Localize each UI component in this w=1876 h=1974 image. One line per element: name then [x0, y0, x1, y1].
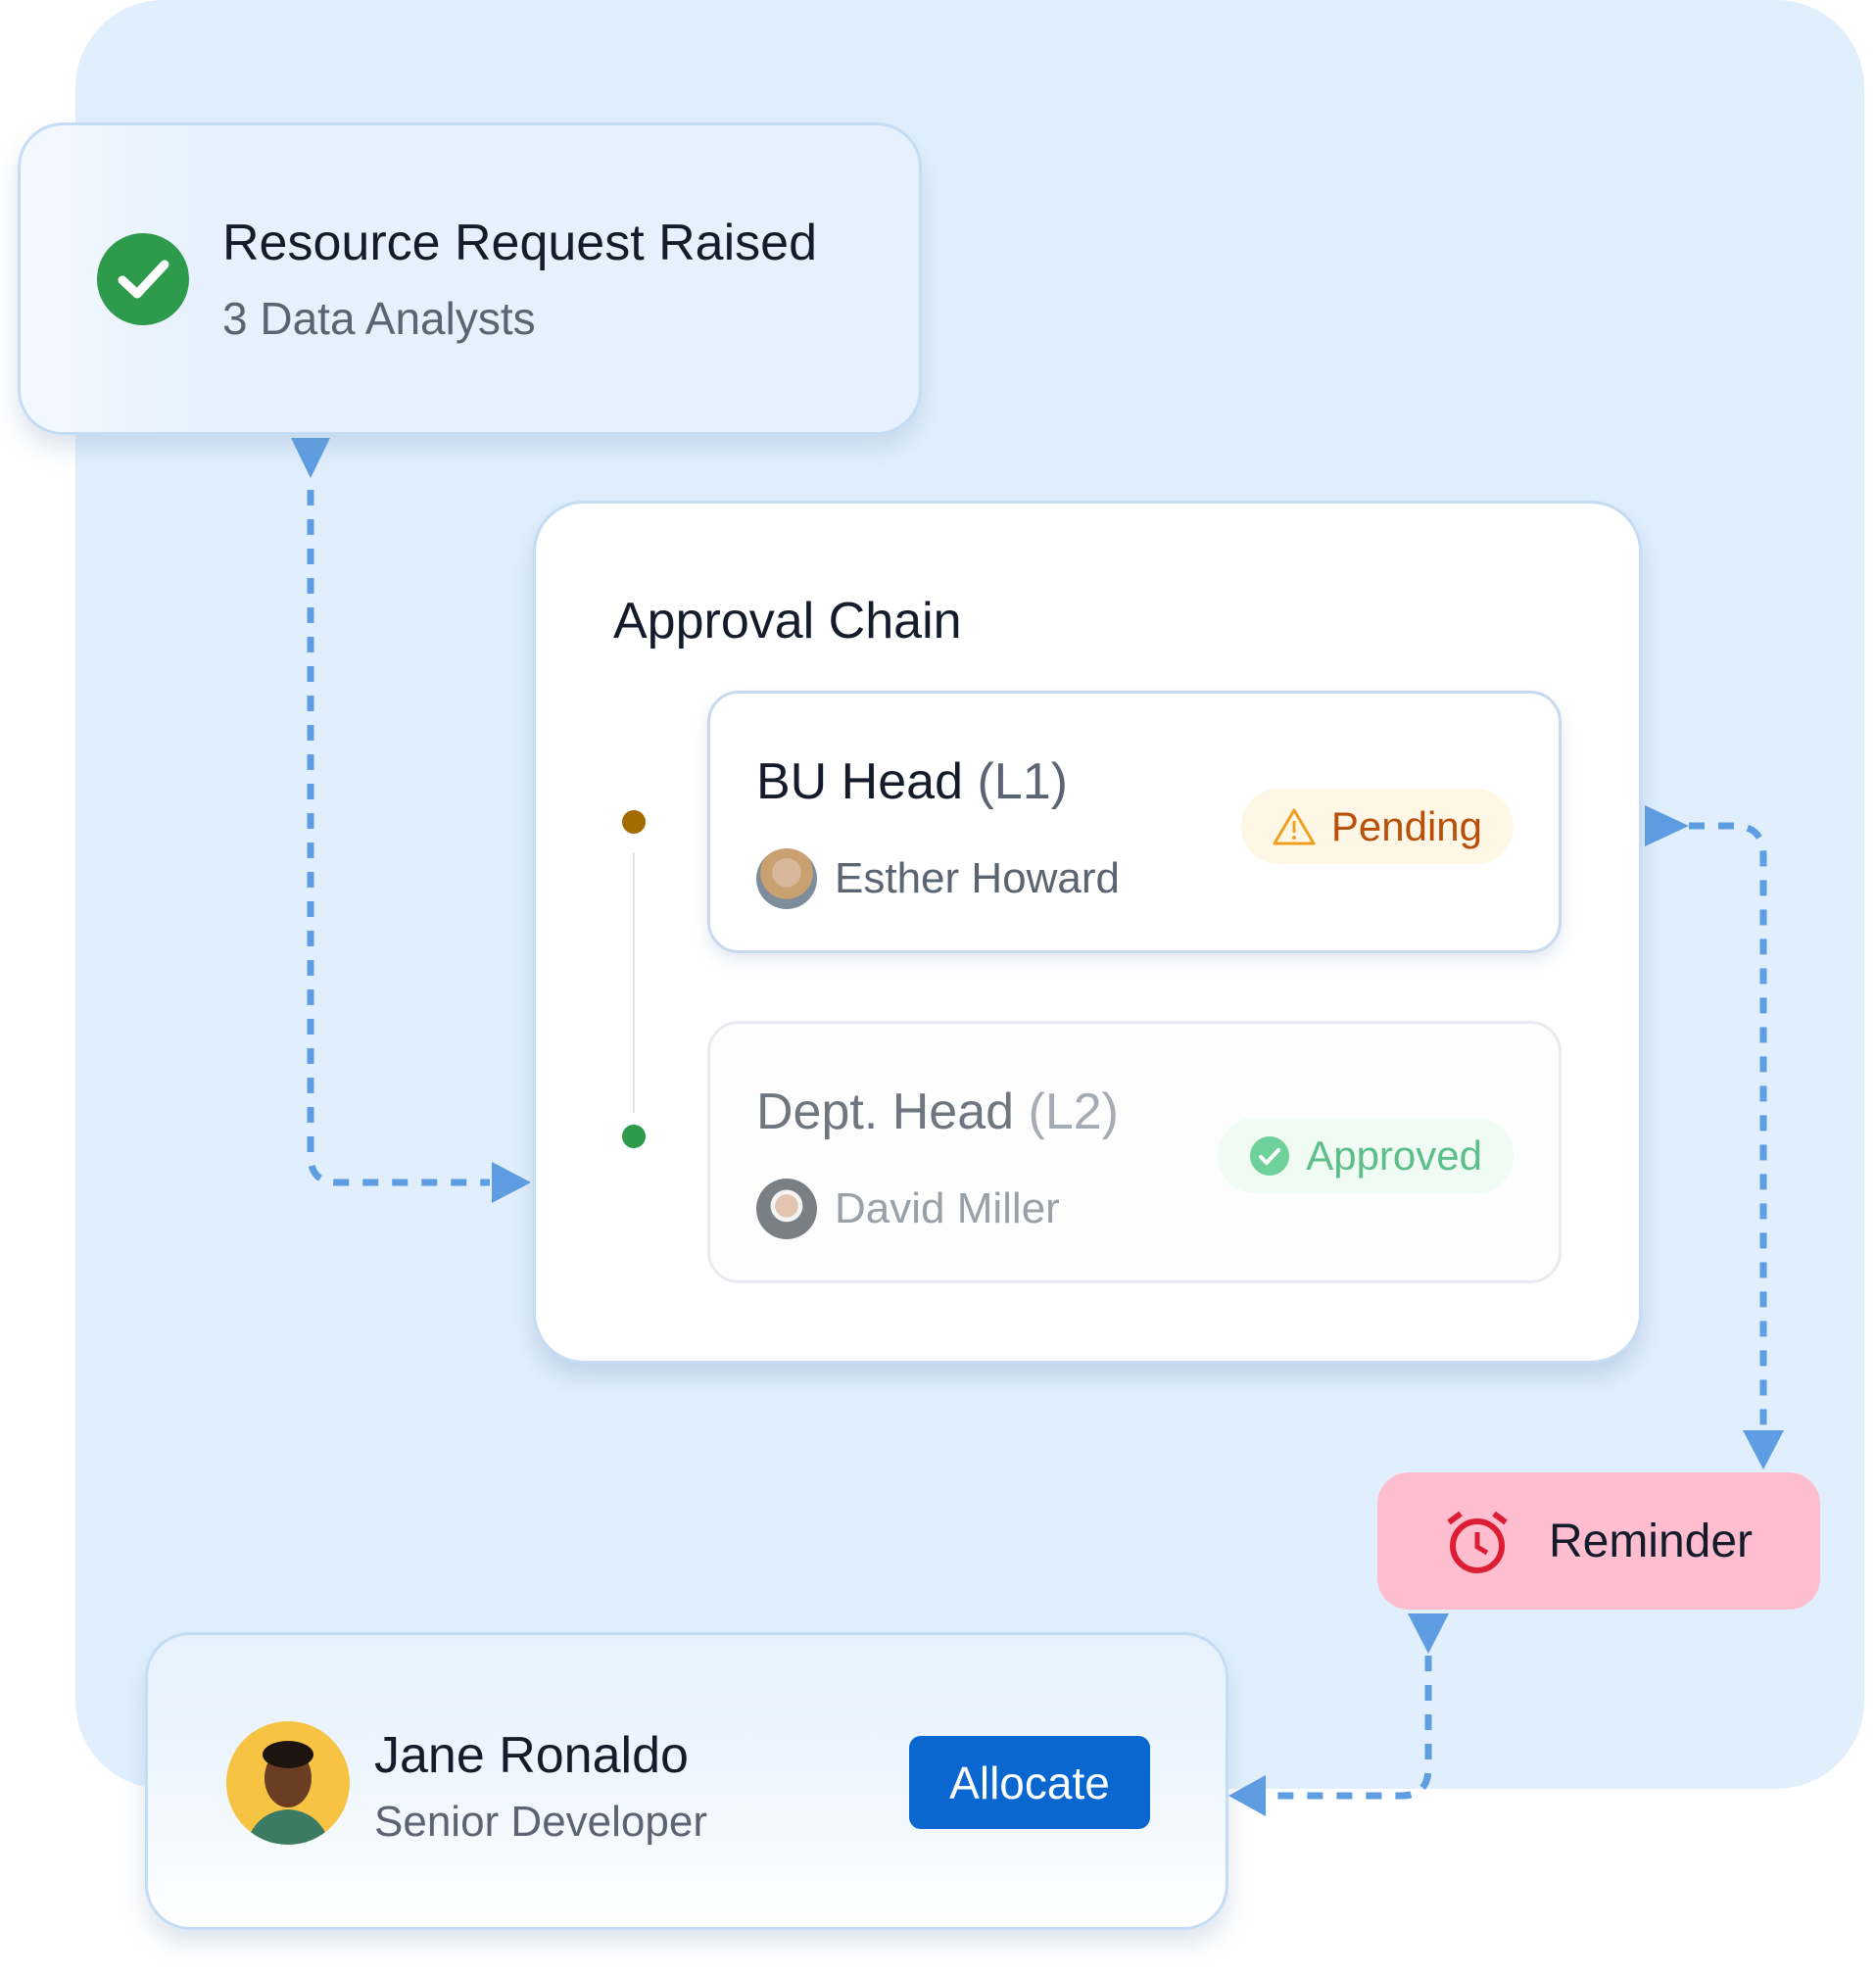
request-subtitle: 3 Data Analysts — [222, 293, 536, 344]
arrow-right-icon — [492, 1162, 531, 1203]
approval-step-l1[interactable]: BU Head (L1) Esther Howard Pending — [707, 691, 1562, 953]
arrow-down-icon — [291, 438, 330, 478]
approval-step-l2[interactable]: Dept. Head (L2) David Miller Approved — [707, 1021, 1562, 1283]
avatar — [756, 848, 817, 909]
timeline-line — [633, 852, 635, 1113]
check-circle-icon — [97, 233, 189, 325]
reminder-card[interactable]: Reminder — [1377, 1472, 1820, 1610]
step-approver: David Miller — [756, 1179, 1060, 1239]
step-role: BU Head (L1) — [756, 753, 1068, 810]
avatar — [756, 1179, 817, 1239]
avatar — [226, 1721, 350, 1845]
arrow-right-icon — [1645, 805, 1689, 846]
arrow-down-icon — [1408, 1613, 1449, 1654]
request-title: Resource Request Raised — [222, 215, 817, 271]
approval-chain-title: Approval Chain — [613, 593, 962, 650]
check-circle-icon — [1250, 1135, 1290, 1176]
step-role: Dept. Head (L2) — [756, 1083, 1119, 1140]
candidate-name: Jane Ronaldo — [374, 1727, 689, 1784]
status-badge-approved: Approved — [1218, 1118, 1514, 1193]
connector-approval-to-reminder — [1689, 822, 1767, 1430]
candidate-role: Senior Developer — [374, 1798, 707, 1846]
arrow-down-icon — [1743, 1430, 1784, 1469]
connector-reminder-to-allocation — [1266, 1656, 1432, 1800]
allocate-button[interactable]: Allocate — [909, 1736, 1150, 1829]
timeline-dot-pending — [622, 810, 646, 834]
reminder-label: Reminder — [1548, 1515, 1754, 1567]
status-badge-pending: Pending — [1240, 789, 1514, 864]
alarm-clock-icon — [1447, 1511, 1508, 1573]
connector-request-to-approval — [307, 490, 490, 1186]
step-approver: Esther Howard — [756, 848, 1120, 909]
arrow-left-icon — [1228, 1775, 1266, 1816]
warning-icon — [1273, 808, 1316, 844]
timeline-dot-approved — [622, 1125, 646, 1148]
